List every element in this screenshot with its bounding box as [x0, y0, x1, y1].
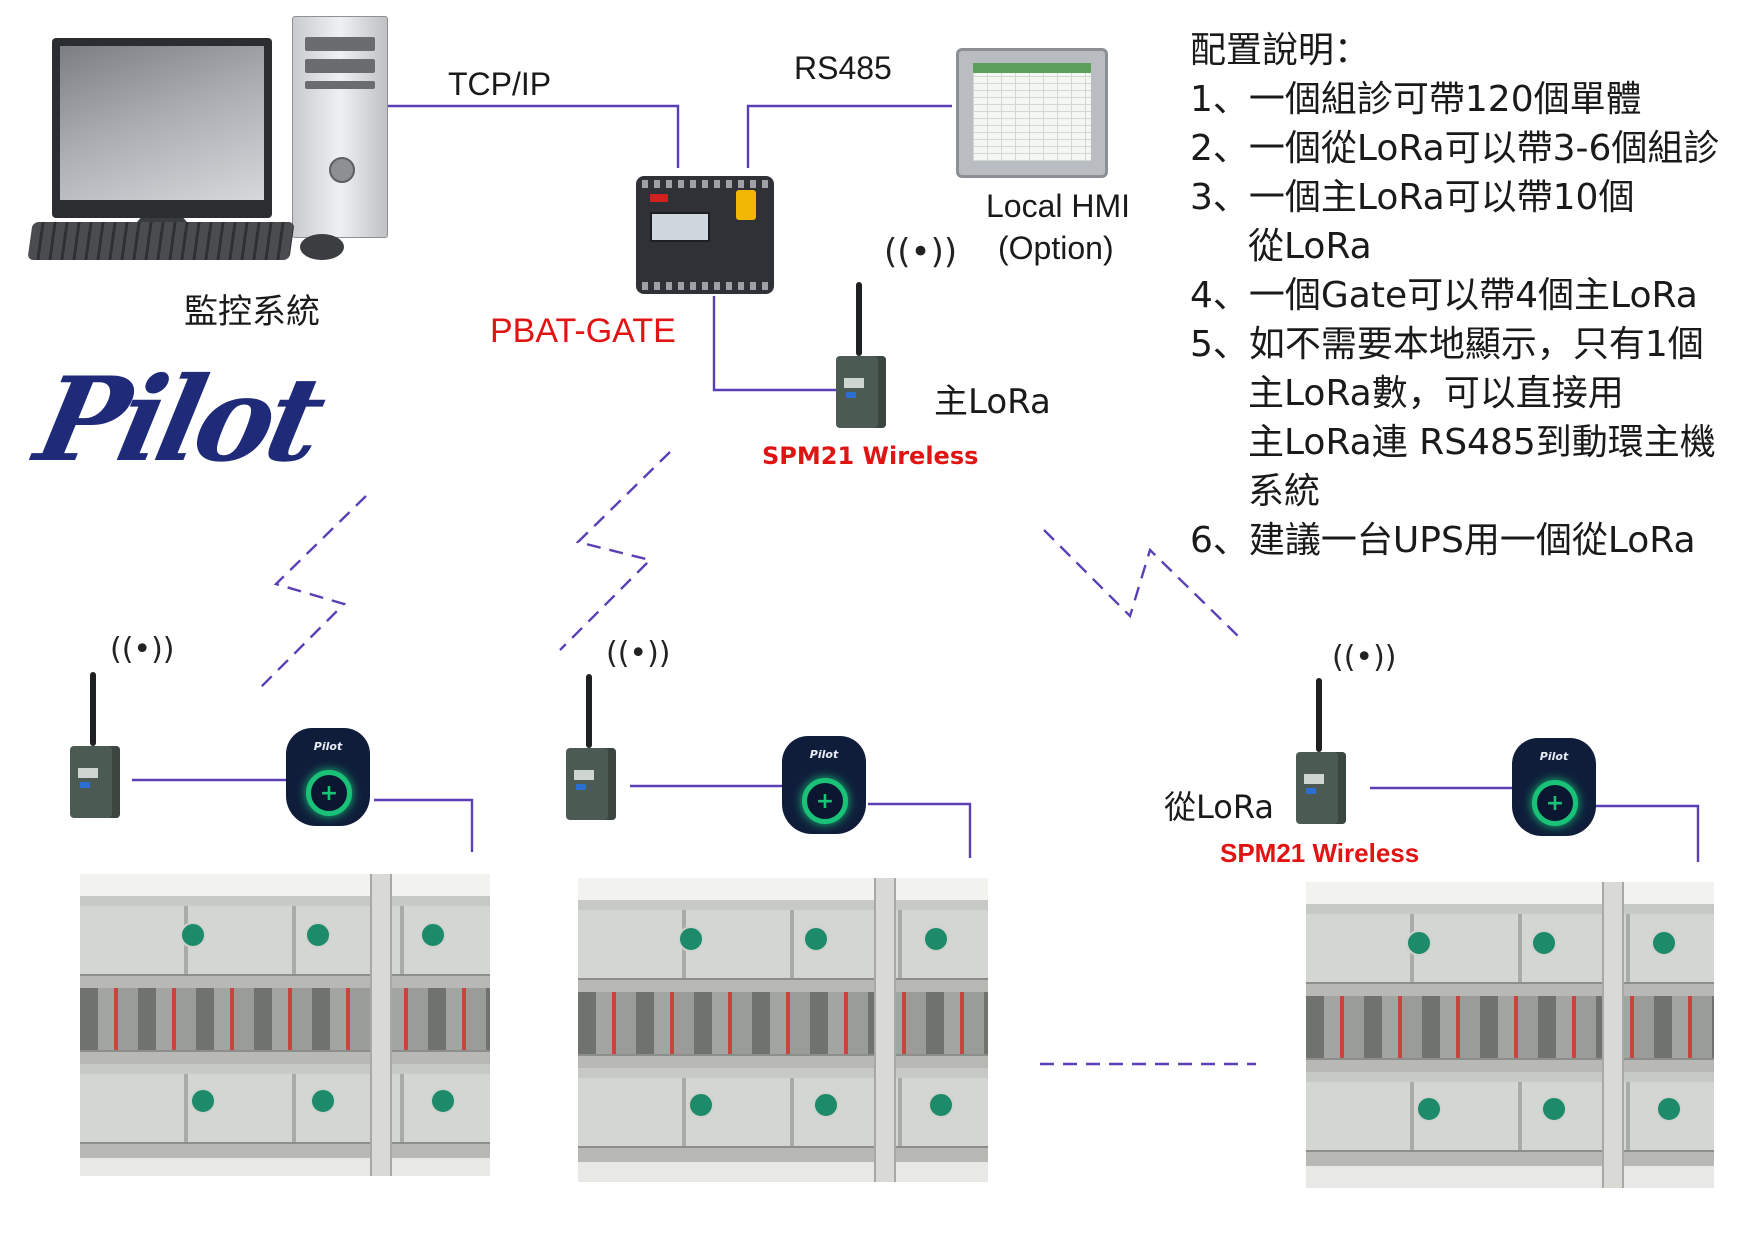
tcpip-label: TCP/IP	[448, 66, 552, 102]
note-item: 3、一個主LoRa可以帶10個	[1190, 177, 1635, 218]
slave-lora-module-icon	[1296, 678, 1346, 824]
gate-lora-wire	[712, 296, 836, 392]
pc-tower-icon	[292, 16, 388, 238]
hmi-panel-icon	[956, 48, 1108, 178]
tcpip-wire	[388, 104, 680, 168]
battery-sensor-icon: Pilot +	[286, 728, 370, 826]
sensor-brand-label: Pilot	[313, 740, 343, 753]
wireless-signal-icon: ((•))	[884, 232, 958, 272]
slave-lora-module-icon	[70, 672, 120, 818]
local-hmi-option-label: (Option)	[998, 230, 1114, 266]
mid-sensor-rack-wire	[868, 802, 972, 858]
note-item: 6、建議一台UPS用一個從LoRa	[1190, 520, 1696, 561]
right-sensor-rack-wire	[1596, 804, 1700, 862]
note-item: 1、一個組診可帶120個單體	[1190, 79, 1642, 120]
note-item-continued: 主LoRa連 RS485到動環主機	[1248, 422, 1716, 463]
battery-sensor-icon: Pilot +	[782, 736, 866, 834]
note-item-continued: 主LoRa數，可以直接用	[1248, 373, 1624, 414]
slave-lora-module-icon	[566, 674, 616, 820]
mouse-icon	[300, 234, 344, 260]
gateway-device-icon	[636, 176, 774, 294]
slave-lora-label: 從LoRa	[1164, 788, 1274, 826]
rs485-label: RS485	[794, 50, 892, 86]
monitor-system-label: 監控系統	[184, 292, 320, 332]
note-item: 4、一個Gate可以帶4個主LoRa	[1190, 275, 1698, 316]
wireless-signal-icon: ((•))	[110, 632, 175, 667]
pilot-logo: Pilot	[25, 352, 331, 488]
battery-rack-photo	[80, 874, 490, 1176]
battery-sensor-icon: Pilot +	[1512, 738, 1596, 836]
note-item-continued: 系統	[1248, 471, 1321, 512]
note-item: 2、一個從LoRa可以帶3-6個組診	[1190, 128, 1720, 169]
left-sensor-rack-wire	[374, 798, 474, 852]
spm21-wireless-label-top: SPM21 Wireless	[762, 442, 979, 470]
configuration-notes: 配置說明： 1、一個組診可帶120個單體 2、一個從LoRa可以帶3-6個組診 …	[1190, 26, 1750, 565]
battery-rack-photo	[578, 878, 988, 1182]
wireless-signal-icon: ((•))	[1332, 640, 1397, 675]
spm21-wireless-label-right: SPM21 Wireless	[1220, 838, 1420, 868]
notes-title: 配置說明：	[1190, 30, 1371, 71]
sensor-brand-label: Pilot	[809, 748, 839, 761]
rs485-wire	[746, 104, 952, 168]
local-hmi-label: Local HMI	[986, 188, 1131, 224]
monitor-icon	[52, 38, 272, 218]
note-item-continued: 從LoRa	[1248, 226, 1372, 267]
master-lora-label: 主LoRa	[934, 382, 1051, 422]
master-lora-module-icon	[836, 282, 886, 428]
keyboard-icon	[27, 222, 295, 260]
wireless-link-left	[255, 495, 367, 693]
battery-rack-photo	[1306, 882, 1714, 1188]
wireless-link-middle	[559, 451, 671, 651]
note-item: 5、如不需要本地顯示，只有1個	[1190, 324, 1704, 365]
sensor-brand-label: Pilot	[1539, 750, 1569, 763]
gate-label: PBAT-GATE	[490, 312, 676, 350]
wireless-signal-icon: ((•))	[606, 636, 671, 671]
